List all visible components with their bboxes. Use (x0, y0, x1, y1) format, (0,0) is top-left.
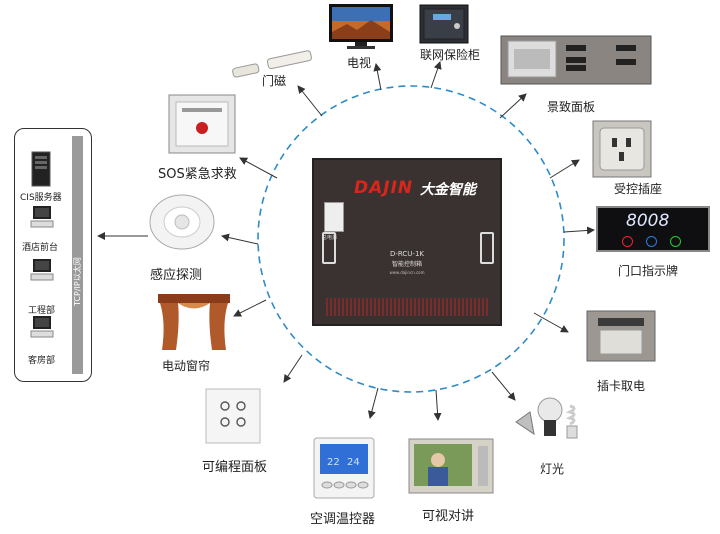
label-thermostat: 空调温控器 (310, 512, 376, 527)
label-intercom: 可视对讲 (422, 509, 475, 524)
arrow-curtain (233, 299, 267, 317)
door-sign-icon: 8008 (596, 206, 710, 252)
switch-label: 总电源 (322, 235, 338, 241)
main-switch[interactable] (324, 202, 344, 232)
socket-icon (592, 120, 652, 178)
bell-indicator-icon (646, 236, 657, 247)
sos-button-icon (168, 94, 236, 154)
programmable-panel-icon (205, 388, 261, 444)
cleanup-indicator-icon (670, 236, 681, 247)
label-door-magnet: 门磁 (262, 74, 287, 88)
arrow-prog-panel (283, 354, 303, 383)
arrow-safe (430, 61, 442, 89)
pc-icon (30, 316, 54, 338)
node-label-housekeeping: 客房部 (28, 356, 56, 366)
server-icon (31, 151, 51, 187)
arrow-light (491, 371, 516, 401)
pc-icon (30, 206, 54, 228)
label-curtain: 电动窗帘 (162, 359, 211, 373)
network-backbone (72, 136, 83, 374)
label-light: 灯光 (540, 462, 565, 476)
arrow-intercom (433, 389, 442, 421)
card-power-icon (586, 310, 656, 362)
node-label-engineering: 工程部 (28, 306, 56, 316)
label-scene-panel: 景致面板 (547, 100, 596, 114)
label-safe: 联网保险柜 (420, 48, 481, 62)
label-socket: 受控插座 (614, 182, 663, 196)
safe-icon (419, 4, 469, 44)
arrow-scene-panel (499, 93, 527, 119)
vent-grille (326, 298, 488, 316)
node-label-server: CIS服务器 (20, 193, 62, 203)
node-label-frontdesk: 酒店前台 (22, 243, 59, 253)
label-sensor: 感应探测 (150, 268, 203, 283)
door-magnet-icon (232, 50, 312, 78)
arrow-door-sign (563, 226, 595, 235)
controller-website: www.dajincn.com (389, 270, 425, 275)
label-prog-panel: 可编程面板 (202, 460, 268, 475)
label-tv: 电视 (347, 56, 372, 70)
motion-sensor-icon (149, 194, 215, 250)
dnd-indicator-icon (622, 236, 633, 247)
arrow-thermostat (367, 387, 379, 419)
light-bulb-icon (515, 397, 578, 439)
arrow-sos (239, 157, 278, 179)
svg-text:24: 24 (347, 457, 360, 468)
left-handle[interactable] (322, 232, 336, 264)
right-handle[interactable] (480, 232, 494, 264)
arrow-sensor (221, 233, 259, 245)
video-intercom-icon (408, 438, 494, 494)
label-door-sign: 门口指示牌 (618, 264, 679, 278)
controller-model: D-RCU-1K (389, 250, 424, 258)
backbone-label: TCP/IP以太网 (73, 257, 82, 306)
arrow-card-power (533, 312, 569, 333)
controller-brand: DAJIN (354, 178, 414, 198)
label-sos: SOS紧急求救 (158, 167, 237, 182)
svg-text:22: 22 (327, 457, 340, 468)
connection-ring (257, 85, 565, 393)
pc-icon (30, 259, 54, 281)
scene-panel-icon (500, 35, 652, 85)
door-sign-number: 8008 (626, 211, 670, 231)
curtain-icon (158, 294, 230, 350)
arrow-door-magnet (297, 85, 323, 117)
arrow-tv (373, 63, 382, 91)
controller-name: 智能控制箱 (391, 261, 422, 268)
controller-box: DAJIN 大金智能 总电源 D-RCU-1K 智能控制箱 www.dajinc… (312, 158, 502, 326)
thermostat-icon: 22 24 (313, 437, 375, 499)
arrow-socket (549, 159, 580, 179)
controller-brand-cn: 大金智能 (420, 182, 476, 198)
label-card-power: 插卡取电 (597, 379, 646, 393)
tv-icon (329, 4, 393, 49)
